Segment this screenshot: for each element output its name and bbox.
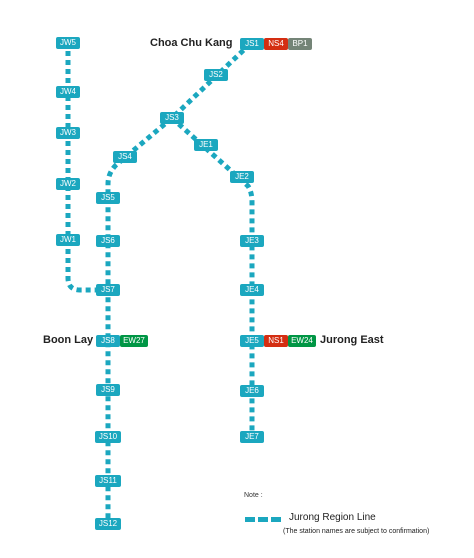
legend-subtext: (The station names are subject to confir… — [283, 528, 430, 535]
station-ns1[interactable]: NS1 — [264, 335, 288, 347]
station-ew27[interactable]: EW27 — [120, 335, 148, 347]
station-ew24[interactable]: EW24 — [288, 335, 316, 347]
station-je2[interactable]: JE2 — [230, 171, 254, 183]
station-jw3[interactable]: JW3 — [56, 127, 80, 139]
legend-label: Jurong Region Line — [289, 512, 376, 523]
station-js9[interactable]: JS9 — [96, 384, 120, 396]
station-je5[interactable]: JE5 — [240, 335, 264, 347]
station-js2[interactable]: JS2 — [204, 69, 228, 81]
station-js3[interactable]: JS3 — [160, 112, 184, 124]
station-je3[interactable]: JE3 — [240, 235, 264, 247]
jw-branch-line — [65, 42, 108, 293]
station-jw4[interactable]: JW4 — [56, 86, 80, 98]
legend-line-swatch — [245, 517, 281, 522]
station-js11[interactable]: JS11 — [95, 475, 121, 487]
station-jw2[interactable]: JW2 — [56, 178, 80, 190]
label-boon-lay: Boon Lay — [43, 334, 94, 346]
station-ns4[interactable]: NS4 — [264, 38, 288, 50]
station-je1[interactable]: JE1 — [194, 139, 218, 151]
station-je7[interactable]: JE7 — [240, 431, 264, 443]
station-je4[interactable]: JE4 — [240, 284, 264, 296]
station-je6[interactable]: JE6 — [240, 385, 264, 397]
station-jw1[interactable]: JW1 — [56, 234, 80, 246]
station-jw5[interactable]: JW5 — [56, 37, 80, 49]
station-js12[interactable]: JS12 — [95, 518, 121, 530]
note-title: Note : — [244, 492, 263, 499]
label-choa-chu-kang: Choa Chu Kang — [150, 37, 233, 49]
station-js6[interactable]: JS6 — [96, 235, 120, 247]
station-bp1[interactable]: BP1 — [288, 38, 312, 50]
station-js1[interactable]: JS1 — [240, 38, 264, 50]
je-branch-line — [170, 116, 255, 438]
station-js5[interactable]: JS5 — [96, 192, 120, 204]
station-js4[interactable]: JS4 — [113, 151, 137, 163]
station-js8[interactable]: JS8 — [96, 335, 120, 347]
label-jurong-east: Jurong East — [320, 334, 384, 346]
station-js10[interactable]: JS10 — [95, 431, 121, 443]
js-main-line — [105, 42, 252, 524]
station-js7[interactable]: JS7 — [96, 284, 120, 296]
